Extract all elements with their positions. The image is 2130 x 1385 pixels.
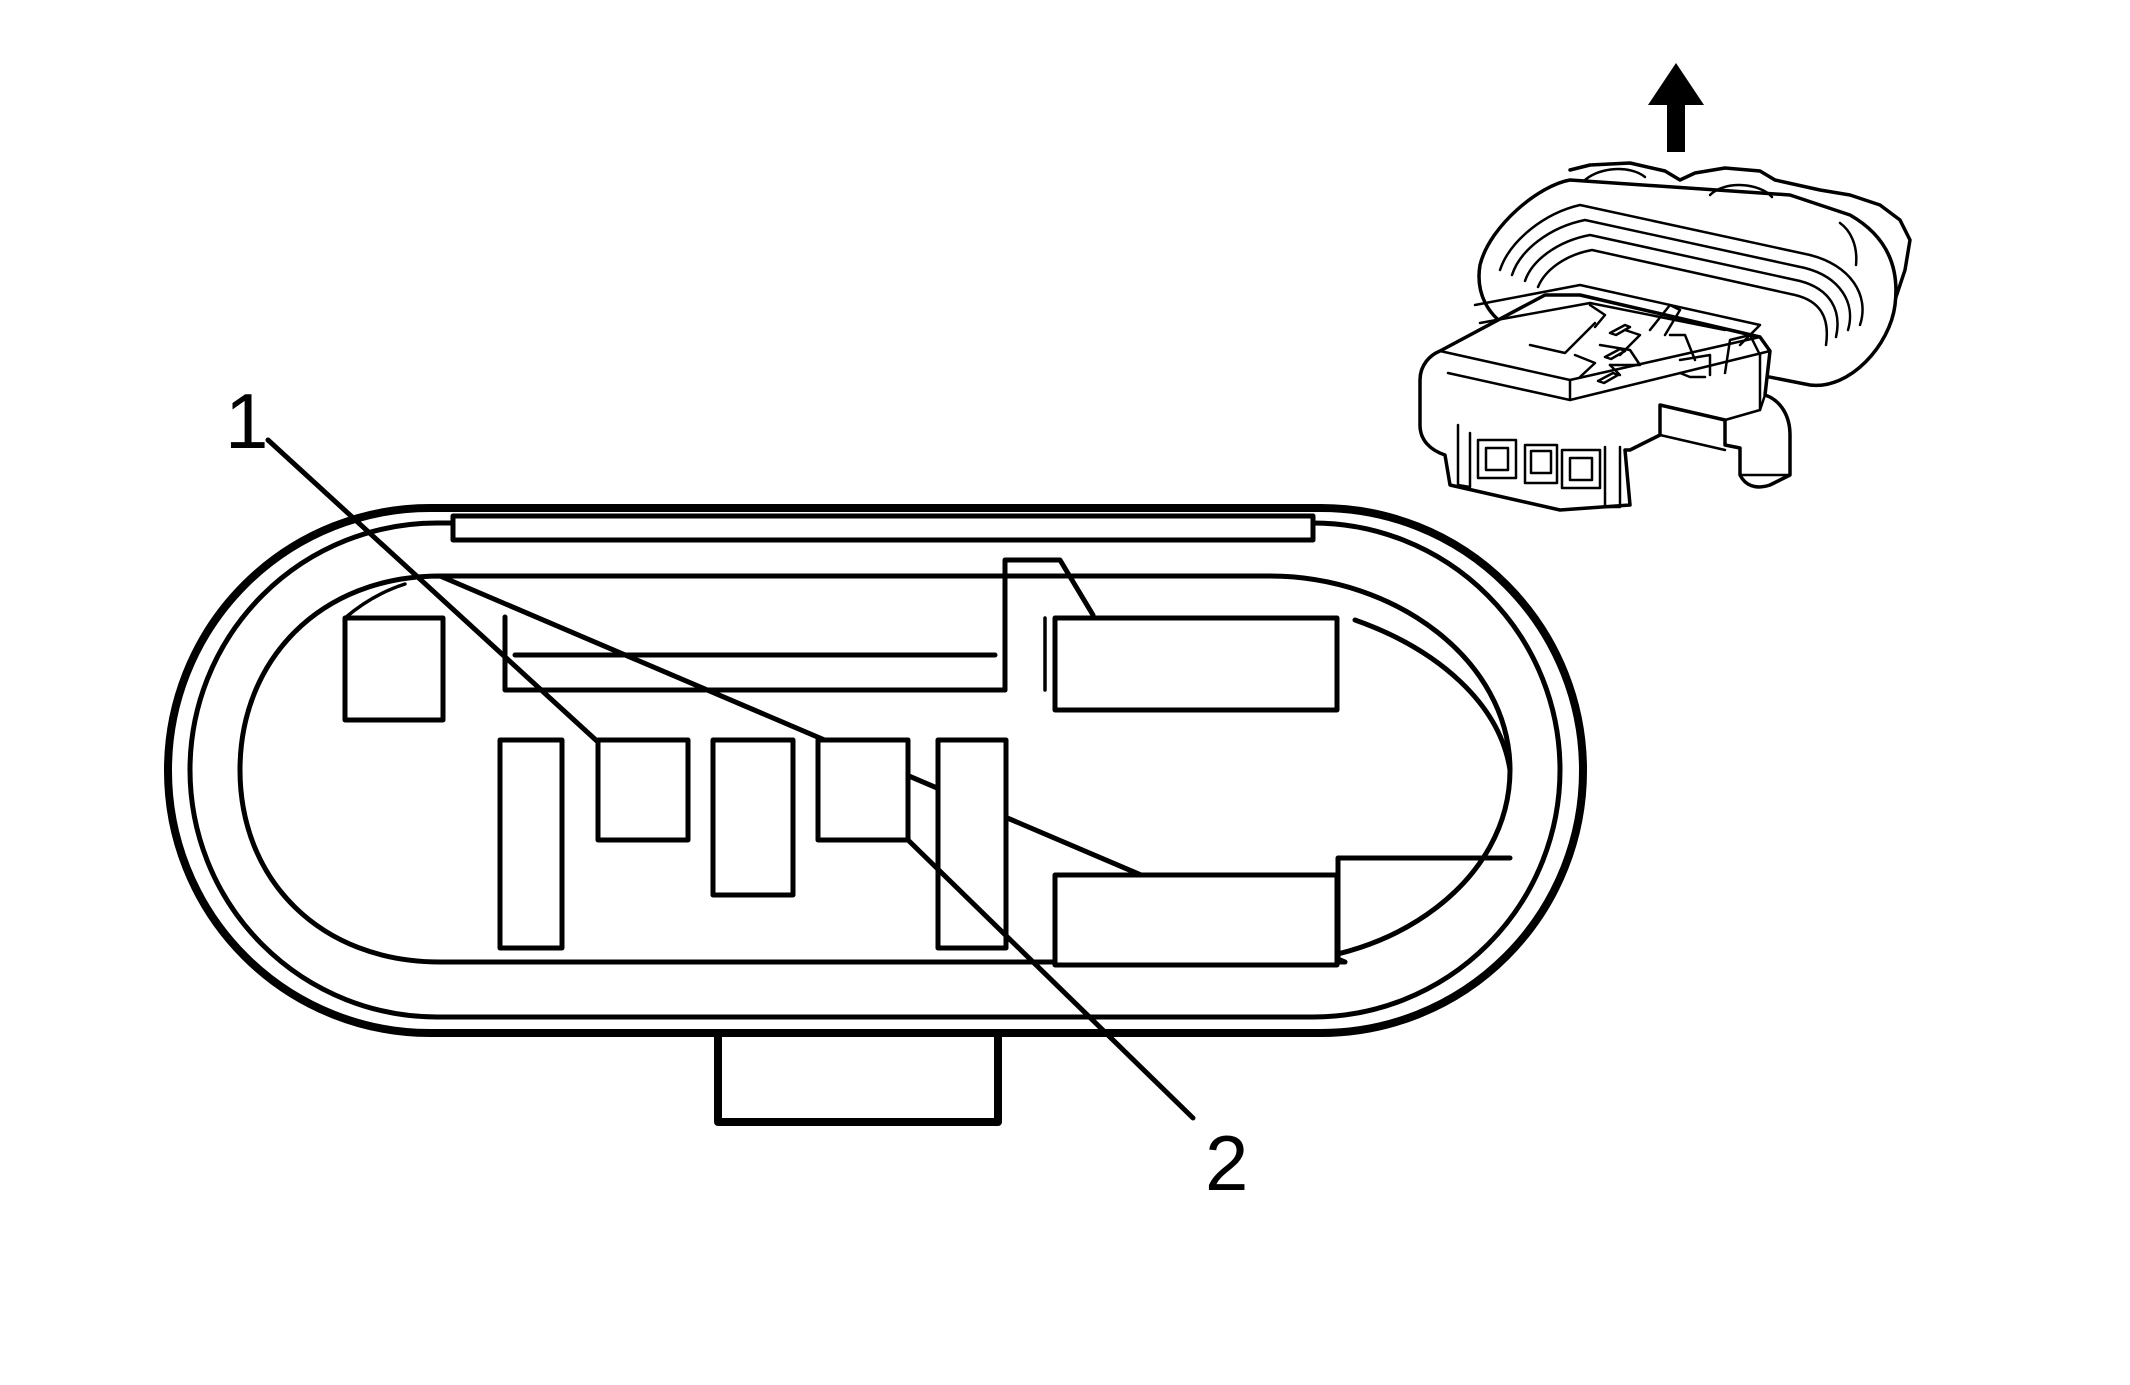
terminal-cavity-c	[710, 737, 796, 898]
connector-cavity-left-arc	[343, 582, 407, 620]
terminal-cavity-e	[1052, 615, 1340, 713]
callout-1-leader	[265, 437, 601, 745]
terminal-cavity-1	[595, 737, 691, 843]
connector-face-view: 1 2	[164, 377, 1587, 1207]
terminal-cavity-f	[1052, 872, 1340, 968]
arrow-up-icon	[1648, 63, 1704, 152]
callout-2-leader	[905, 837, 1196, 1121]
connector-isometric-view	[1418, 63, 1912, 512]
callout-2-label: 2	[1205, 1119, 1248, 1207]
terminal-cavity-2	[815, 737, 911, 843]
connector-cavity-right-edge	[1352, 617, 1513, 773]
terminal-cavity-d	[935, 737, 1009, 951]
connector-top-latch-bar	[450, 513, 1316, 543]
terminal-cavity-a	[342, 615, 446, 723]
isometric-terminal-windows	[1476, 438, 1602, 490]
connector-center-channel	[502, 557, 1096, 693]
terminal-cavity-b	[497, 737, 565, 951]
terminal-cavities	[342, 615, 1340, 968]
callout-1-label: 1	[225, 377, 268, 465]
